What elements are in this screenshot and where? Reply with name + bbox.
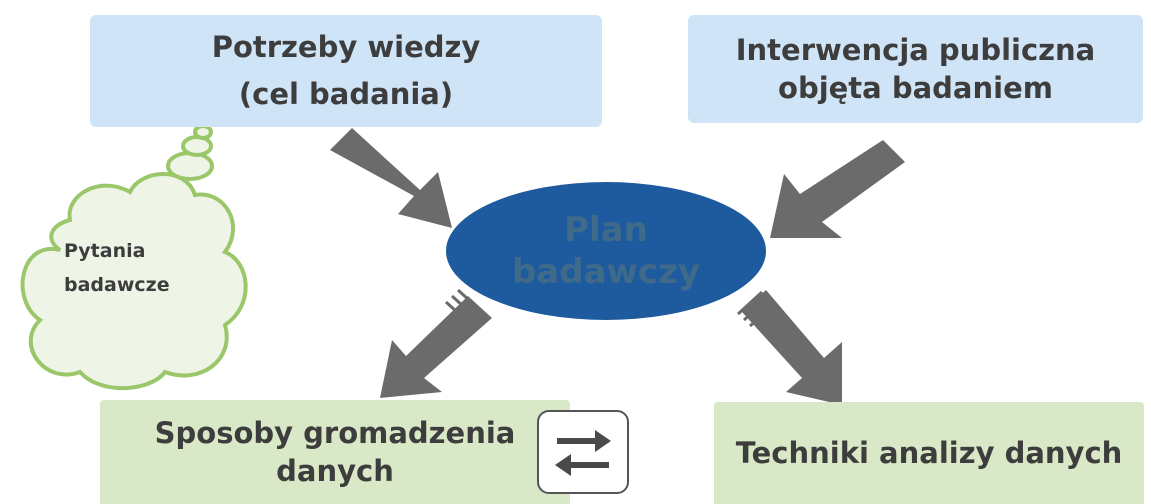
arrow-stripes bbox=[444, 288, 776, 328]
public-intervention-line1: Interwencja publiczna bbox=[735, 33, 1096, 67]
data-collection-box: Sposoby gromadzenia danych bbox=[100, 400, 570, 504]
research-plan-ellipse: Plan badawczy bbox=[446, 182, 766, 320]
arrow-plan-to-analysis bbox=[742, 290, 842, 405]
knowledge-needs-line1: Potrzeby wiedzy bbox=[211, 30, 481, 64]
arrow-plan-to-methods bbox=[380, 296, 492, 398]
research-questions-line1: Pytania bbox=[64, 240, 146, 262]
data-collection-line1: Sposoby gromadzenia bbox=[154, 416, 516, 450]
knowledge-needs-line2: (cel badania) bbox=[238, 77, 454, 111]
public-intervention-line2: objęta badaniem bbox=[778, 71, 1053, 105]
arrows bbox=[330, 128, 905, 405]
data-analysis-box: Techniki analizy danych bbox=[714, 402, 1144, 504]
research-questions-text: Pytania badawcze bbox=[64, 234, 224, 302]
public-intervention-box: Interwencja publiczna objęta badaniem bbox=[688, 15, 1143, 123]
data-analysis-line1: Techniki analizy danych bbox=[735, 436, 1123, 470]
arrow-needs-to-plan bbox=[330, 128, 452, 228]
swap-button[interactable] bbox=[537, 410, 629, 494]
arrow-intervention-to-plan bbox=[770, 140, 905, 238]
research-questions-line2: badawcze bbox=[64, 274, 170, 296]
knowledge-needs-box: Potrzeby wiedzy (cel badania) bbox=[90, 15, 602, 127]
research-plan-line1: Plan bbox=[564, 210, 648, 250]
swap-arrows-icon bbox=[555, 430, 611, 476]
research-plan-line2: badawczy bbox=[511, 252, 701, 292]
data-collection-line2: danych bbox=[276, 454, 394, 488]
